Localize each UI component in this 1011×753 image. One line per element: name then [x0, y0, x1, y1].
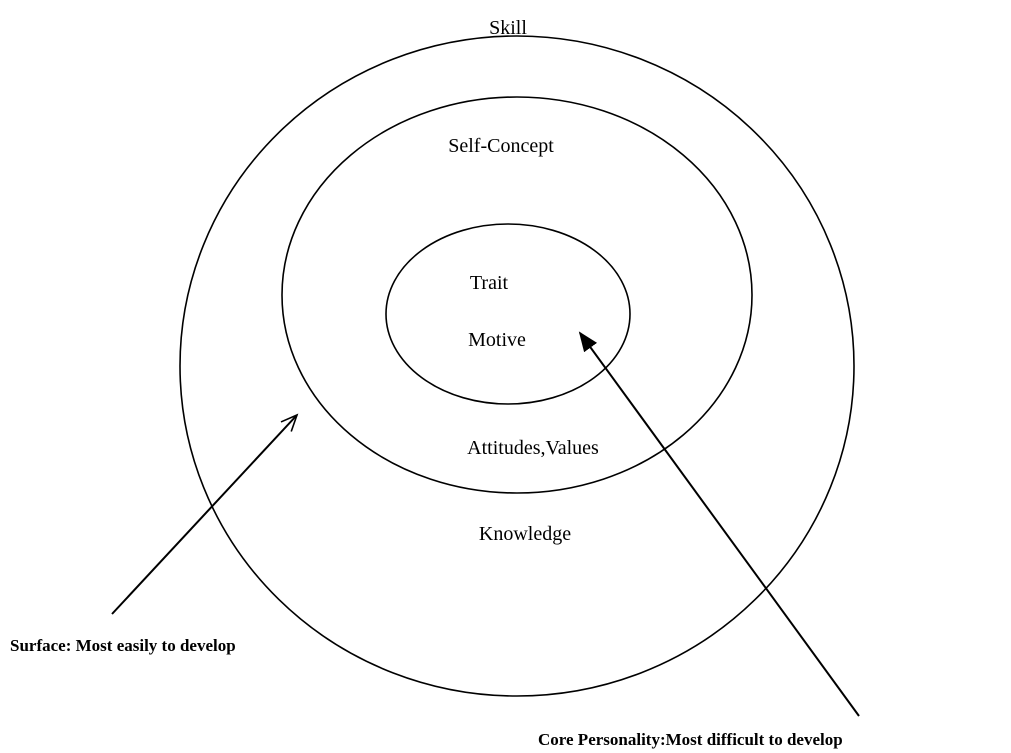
outer-layer-label-knowledge: Knowledge — [479, 523, 571, 545]
surface-callout-label: Surface: Most easily to develop — [10, 636, 236, 655]
inner-layer-label-trait: Trait — [470, 272, 509, 294]
outer-ring — [179, 35, 855, 697]
core-callout-label: Core Personality:Most difficult to devel… — [538, 730, 843, 749]
middle-layer-label-self-concept: Self-Concept — [448, 135, 554, 157]
middle-ring — [281, 96, 753, 494]
inner-layer-label-motive: Motive — [468, 329, 526, 351]
core-arrow — [578, 331, 860, 717]
inner-ring — [385, 223, 631, 405]
middle-layer-label-attitudes-values: Attitudes,Values — [467, 437, 599, 459]
outer-layer-label-skill: Skill — [489, 17, 527, 39]
surface-arrow — [111, 413, 299, 615]
